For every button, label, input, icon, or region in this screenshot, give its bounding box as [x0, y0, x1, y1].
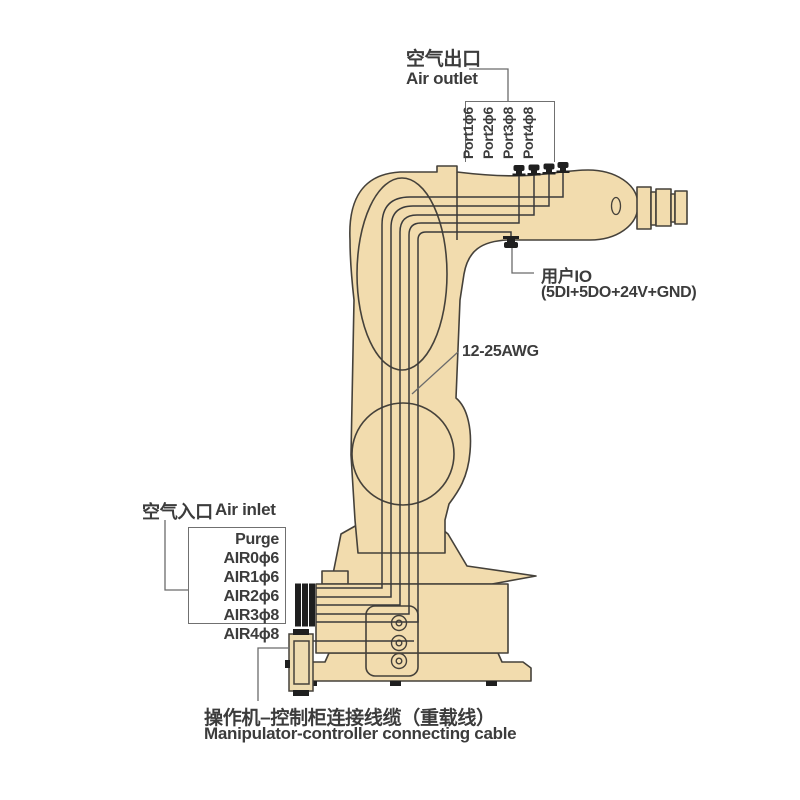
- inlet-fitting-5: [295, 617, 315, 627]
- port-label-2: Port2ϕ6: [480, 107, 496, 159]
- air-inlet-box: Purge AIR0ϕ6 AIR1ϕ6 AIR2ϕ6 AIR3ϕ8 AIR4ϕ8: [188, 527, 286, 643]
- internal-cables: [312, 173, 564, 642]
- heavy-cable-label-en: Manipulator-controller connecting cable: [204, 724, 517, 743]
- elbow-housing-outline: [356, 177, 448, 371]
- port-fitting-4: [556, 162, 570, 173]
- air-inlet-line-3: AIR2ϕ6: [223, 588, 279, 605]
- internal-cable-3: [316, 175, 535, 606]
- air-inlet-label-en: Air inlet: [215, 500, 276, 519]
- leader-heavy-cable: [257, 647, 290, 701]
- port-fitting-1: [512, 165, 526, 176]
- air-inlet-line-1: Purge AIR0ϕ6: [223, 531, 279, 567]
- base-left-tab: [321, 570, 349, 585]
- user-io-fitting: [503, 236, 519, 248]
- arm-body: [349, 165, 639, 554]
- internal-cable-1: [316, 173, 564, 589]
- leader-user-io: [511, 248, 534, 274]
- internal-cable-2: [316, 174, 550, 598]
- port-label-3: Port3ϕ8: [500, 107, 516, 159]
- robot-arm: [349, 165, 688, 554]
- tool-flange: [636, 186, 688, 230]
- air-inlet-fittings: [295, 583, 315, 627]
- port-label-1: Port1ϕ6: [460, 107, 476, 159]
- wrist-hole: [610, 196, 622, 216]
- air-inlet-line-4: AIR3ϕ8: [223, 607, 279, 624]
- user-io-label-spec: (5DI+5DO+24V+GND): [541, 284, 697, 301]
- leader-lines: [164, 68, 534, 701]
- leader-air-outlet: [469, 68, 509, 101]
- air-outlet-label-cn: 空气出口: [406, 49, 481, 70]
- port-fitting-2: [527, 164, 541, 176]
- shoulder-joint-outline: [351, 402, 455, 506]
- wire-gauge-label: 12-25AWG: [462, 343, 539, 360]
- air-outlet-label-en: Air outlet: [406, 69, 478, 88]
- air-inlet-line-5: AIR4ϕ8: [223, 626, 279, 643]
- inlet-fitting-4: [295, 609, 315, 619]
- heavy-cable-label-cn: 操作机–控制柜连接线缆（重载线）: [204, 708, 495, 729]
- air-inlet-line-2: AIR1ϕ6: [223, 569, 279, 586]
- base-body: [315, 583, 509, 654]
- internal-cable-5: [316, 231, 512, 623]
- port-label-4: Port4ϕ8: [520, 107, 536, 159]
- leader-wire-gauge: [411, 351, 459, 395]
- air-inlet-label-cn: 空气入口: [142, 502, 213, 522]
- air-outlet-port-fittings: [512, 162, 570, 176]
- internal-cable-4: [316, 176, 520, 615]
- user-io-label-cn: 用户IO: [541, 267, 592, 286]
- heavy-cable-connector: [285, 629, 314, 696]
- port-fitting-3: [542, 163, 556, 175]
- inlet-fitting-2: [295, 592, 315, 602]
- inlet-fitting-3: [295, 600, 315, 610]
- base-foot: [311, 652, 532, 682]
- panel-screws: [390, 614, 408, 670]
- air-outlet-port-box: Port1ϕ6 Port2ϕ6 Port3ϕ8 Port4ϕ8: [460, 101, 555, 162]
- leader-air-inlet: [164, 520, 188, 591]
- inlet-fitting-1: [295, 583, 315, 593]
